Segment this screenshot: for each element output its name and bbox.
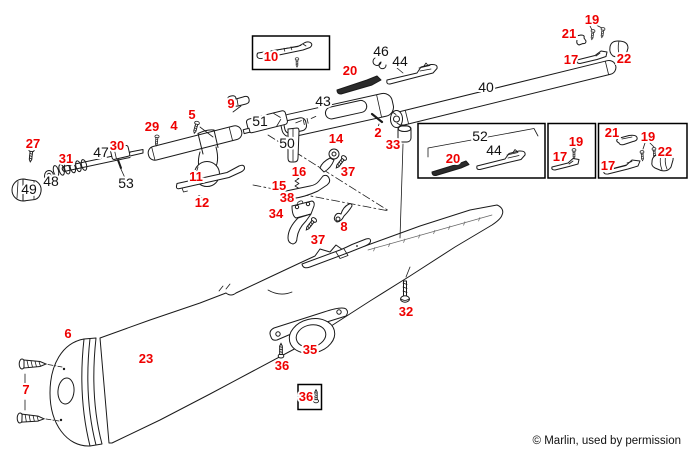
part-label-12: 12 bbox=[195, 195, 209, 210]
trigger-guard bbox=[269, 307, 348, 354]
part-label-7: 7 bbox=[22, 382, 29, 397]
inset-box-17-19 bbox=[547, 122, 597, 179]
part-label-51: 51 bbox=[252, 113, 268, 129]
part-label-17: 17 bbox=[564, 52, 578, 67]
part-label-52: 52 bbox=[472, 128, 488, 144]
part-label-48: 48 bbox=[43, 173, 59, 189]
inset-box-10 bbox=[251, 35, 331, 71]
washer-48 bbox=[44, 170, 54, 182]
part-label-47: 47 bbox=[93, 144, 109, 160]
copyright-notice: © Marlin, used by permission bbox=[533, 435, 681, 447]
part-label-6: 6 bbox=[64, 326, 71, 341]
part-label-14: 14 bbox=[329, 131, 344, 146]
part-label-37: 37 bbox=[311, 232, 325, 247]
sear-15 bbox=[283, 174, 331, 200]
part-label-29: 29 bbox=[145, 119, 159, 134]
muzzle-screws-19 bbox=[589, 24, 606, 41]
part-label-31: 31 bbox=[59, 151, 73, 166]
guide-bar-11 bbox=[175, 164, 246, 193]
part-label-22: 22 bbox=[617, 51, 631, 66]
front-sight-20 bbox=[336, 75, 382, 95]
part-label-17: 17 bbox=[601, 158, 615, 173]
part-label-20: 20 bbox=[446, 151, 460, 166]
part-label-16: 16 bbox=[292, 164, 306, 179]
part-label-36: 36 bbox=[275, 358, 289, 373]
part-label-11: 11 bbox=[189, 169, 203, 184]
firing-pin-47 bbox=[61, 145, 144, 179]
part-label-33: 33 bbox=[386, 137, 400, 152]
part-label-40: 40 bbox=[478, 79, 494, 95]
sight-hood-22 bbox=[609, 40, 629, 58]
part-label-53: 53 bbox=[118, 175, 134, 191]
screw-5 bbox=[191, 120, 214, 138]
part-label-9: 9 bbox=[227, 96, 234, 111]
collar-30 bbox=[110, 145, 131, 160]
bolt-knob-49 bbox=[11, 178, 42, 202]
muzzle-sight-17 bbox=[576, 50, 608, 64]
inset-box-36 bbox=[297, 383, 323, 411]
trigger-34 bbox=[287, 200, 315, 245]
spring-clip-8 bbox=[333, 203, 353, 223]
part-50-plate bbox=[287, 127, 300, 163]
assembly-guide-lines bbox=[252, 134, 390, 212]
part-label-5: 5 bbox=[188, 107, 195, 122]
barrel bbox=[390, 59, 617, 128]
pin-2 bbox=[370, 112, 384, 132]
butt-pad bbox=[49, 337, 103, 447]
part-label-36: 36 bbox=[299, 389, 313, 404]
part-label-17: 17 bbox=[553, 149, 567, 164]
part-label-21: 21 bbox=[562, 26, 576, 41]
part-label-19: 19 bbox=[641, 129, 655, 144]
part-label-34: 34 bbox=[269, 206, 284, 221]
part-label-38: 38 bbox=[280, 190, 294, 205]
part-label-46: 46 bbox=[373, 43, 389, 59]
part-label-19: 19 bbox=[585, 12, 599, 27]
part-label-2: 2 bbox=[374, 125, 381, 140]
part-label-30: 30 bbox=[110, 138, 124, 153]
part-label-10: 10 bbox=[264, 49, 278, 64]
spring-16 bbox=[294, 176, 300, 189]
part-label-44: 44 bbox=[486, 142, 502, 158]
clip-46 bbox=[372, 57, 387, 70]
part-label-8: 8 bbox=[340, 219, 347, 234]
part-label-43: 43 bbox=[315, 93, 331, 109]
part-label-35: 35 bbox=[303, 342, 317, 357]
part-label-23: 23 bbox=[139, 351, 153, 366]
part-label-20: 20 bbox=[343, 63, 357, 78]
safety-14 bbox=[319, 148, 340, 173]
muzzle-clip-21 bbox=[574, 34, 587, 46]
inset-box-21-19-17-22 bbox=[597, 122, 688, 179]
barrel-breech-face bbox=[390, 110, 403, 128]
part-label-50: 50 bbox=[279, 135, 295, 151]
screw-29 bbox=[153, 134, 160, 147]
part-label-4: 4 bbox=[170, 118, 178, 133]
extractor-9 bbox=[227, 95, 250, 113]
part-label-44: 44 bbox=[392, 53, 408, 69]
part-label-19: 19 bbox=[569, 134, 583, 149]
part-label-37: 37 bbox=[341, 164, 355, 179]
part-label-32: 32 bbox=[399, 304, 413, 319]
pin-53 bbox=[117, 159, 122, 169]
inset-box-52 bbox=[417, 122, 546, 179]
part-33-cap bbox=[397, 125, 412, 239]
part-label-21: 21 bbox=[605, 125, 619, 140]
spring-31 bbox=[52, 159, 88, 177]
part-label-49: 49 bbox=[21, 181, 37, 197]
part-label-27: 27 bbox=[26, 136, 40, 151]
bolt-head-51 bbox=[242, 110, 288, 135]
sear-hole bbox=[288, 191, 294, 197]
takedown-screw-32 bbox=[400, 266, 411, 303]
part-label-15: 15 bbox=[272, 178, 286, 193]
part-label-22: 22 bbox=[658, 144, 672, 159]
butt-pad-screws bbox=[16, 358, 63, 425]
rear-sight-44 bbox=[386, 62, 438, 85]
